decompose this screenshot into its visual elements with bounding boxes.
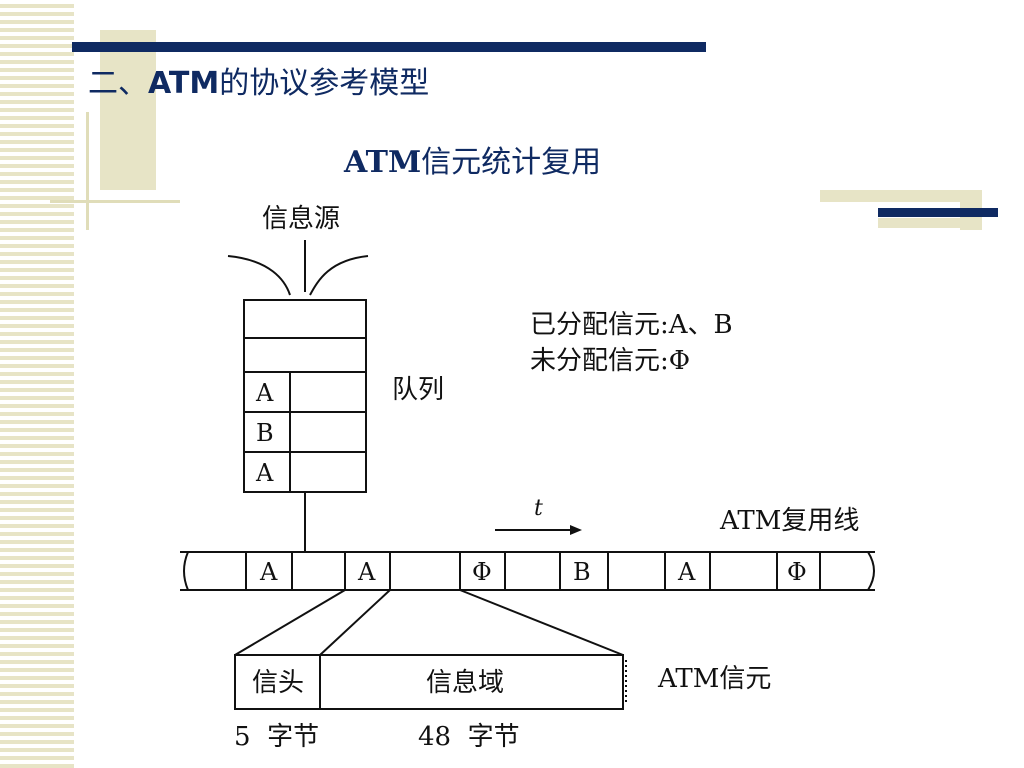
slide-title: 二、ATM的协议参考模型	[88, 58, 429, 102]
mux-cell-4: B	[573, 558, 591, 586]
source-arrow-right	[309, 255, 369, 296]
mux-cell-2: A	[358, 558, 376, 586]
queue-cell-3: A	[256, 459, 274, 487]
legend-unassigned: 未分配信元:Φ	[530, 346, 691, 376]
slide-subtitle: ATM信元统计复用	[344, 137, 601, 181]
source-arrow-left	[227, 255, 291, 296]
right-olive-bar	[820, 190, 980, 202]
slide-title-suffix: 的协议参考模型	[219, 66, 430, 101]
atm-multiplexing-diagram: 信息源 队列 已分配信元:A、B 未分配信元:Φ A B A t ATM复用线 …	[180, 200, 900, 768]
olive-accent-block	[100, 30, 156, 190]
olive-horizontal-line	[50, 200, 180, 203]
atm-cell-label: ATM信元	[658, 664, 772, 694]
atm-cell-box	[234, 654, 624, 710]
mux-cell-1: A	[260, 558, 278, 586]
legend-assigned: 已分配信元:A、B	[530, 310, 733, 340]
navy-right-bar	[878, 208, 998, 217]
cell-header-label: 信头	[252, 668, 305, 698]
right-olive-bar-lower	[878, 218, 978, 228]
header-size-label: 5 字节	[234, 722, 320, 752]
mux-line-label: ATM复用线	[720, 506, 860, 536]
slide-title-bold: ATM	[148, 66, 220, 101]
mux-cell-5: A	[678, 558, 696, 586]
expand-line-left	[234, 589, 346, 656]
queue-cell-2: B	[256, 419, 274, 447]
mux-cell-3: Φ	[472, 558, 492, 586]
source-label: 信息源	[262, 204, 341, 234]
left-stripe-band	[0, 0, 74, 768]
subtitle-bold: ATM	[344, 145, 422, 180]
subtitle-rest: 信元统计复用	[421, 145, 602, 180]
payload-size-label: 48 字节	[418, 722, 520, 752]
expand-line-mid	[319, 589, 391, 656]
queue-label: 队列	[392, 375, 445, 405]
mux-cell-6: Φ	[787, 558, 807, 586]
navy-top-bar	[72, 42, 706, 52]
olive-vertical-line	[86, 112, 89, 230]
slide-title-prefix: 二、	[88, 66, 148, 101]
cell-payload-label: 信息域	[426, 668, 505, 698]
time-label: t	[534, 496, 543, 521]
expand-line-right	[459, 589, 624, 656]
queue-cell-1: A	[256, 379, 274, 407]
diagram-lines	[180, 240, 875, 710]
